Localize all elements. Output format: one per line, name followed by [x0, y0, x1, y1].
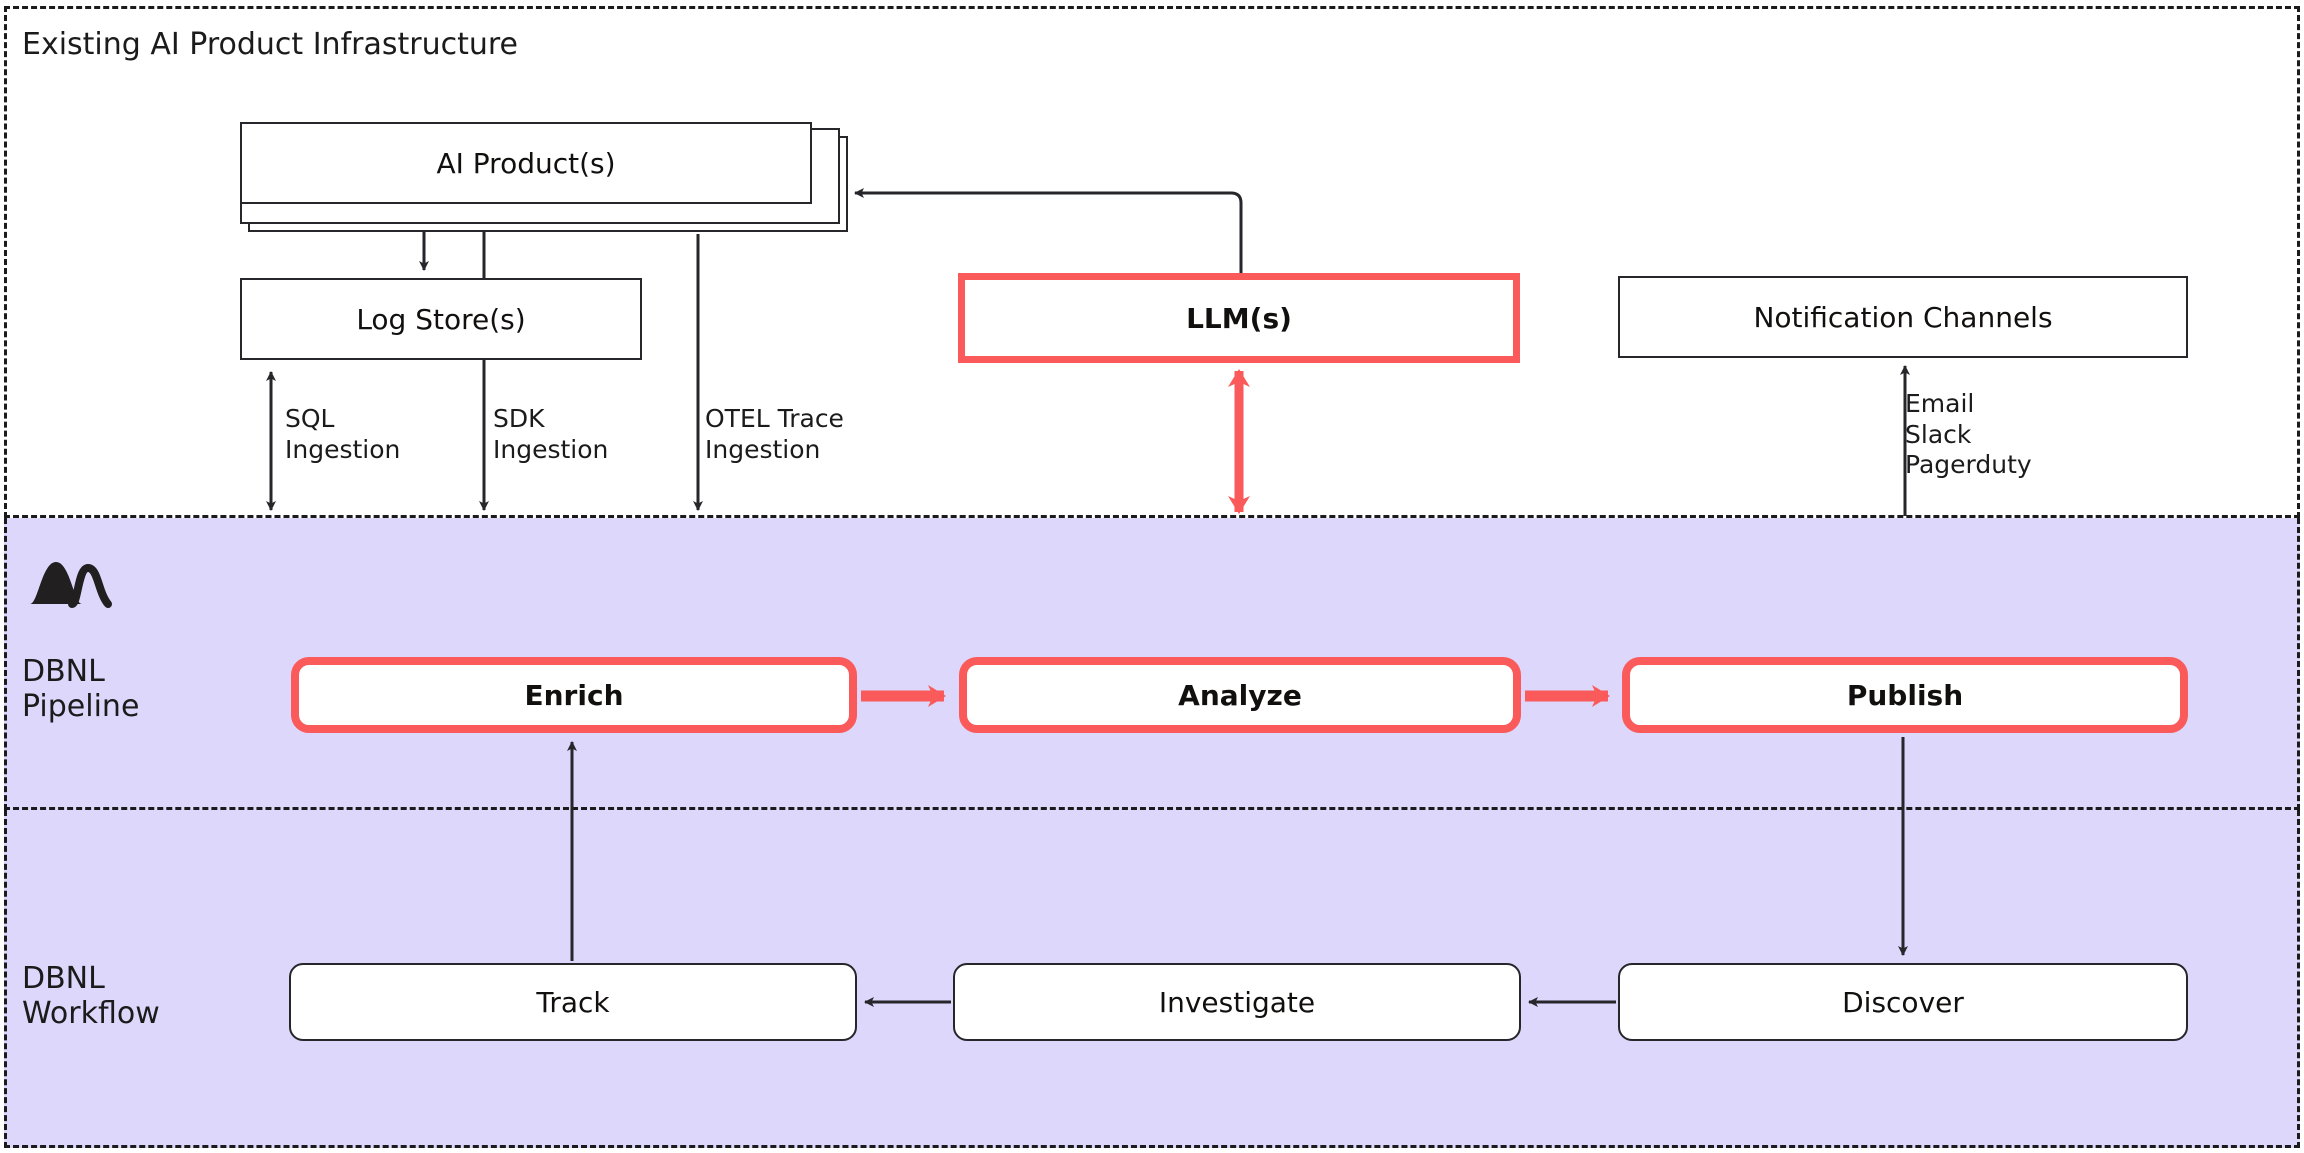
edge-label-sql-ingestion: SQL Ingestion [285, 404, 401, 464]
node-discover-label: Discover [1842, 985, 1964, 1019]
node-log-store-label: Log Store(s) [356, 302, 526, 336]
workflow-lane-title: DBNL Workflow [22, 961, 160, 1031]
edge-label-sdk-ingestion: SDK Ingestion [493, 404, 609, 464]
node-llm[interactable]: LLM(s) [958, 273, 1520, 363]
edge-label-notification-methods: Email Slack Pagerduty [1905, 389, 2032, 479]
node-discover[interactable]: Discover [1618, 963, 2188, 1041]
node-log-store[interactable]: Log Store(s) [240, 278, 642, 360]
node-enrich[interactable]: Enrich [291, 657, 857, 733]
node-ai-product[interactable]: AI Product(s) [240, 122, 812, 204]
node-notification-channels[interactable]: Notification Channels [1618, 276, 2188, 358]
node-investigate-label: Investigate [1158, 985, 1316, 1019]
edge-label-otel-ingestion: OTEL Trace Ingestion [705, 404, 844, 464]
node-analyze[interactable]: Analyze [959, 657, 1521, 733]
node-track-label: Track [536, 985, 610, 1019]
node-publish[interactable]: Publish [1622, 657, 2188, 733]
node-investigate[interactable]: Investigate [953, 963, 1521, 1041]
node-llm-label: LLM(s) [1186, 301, 1292, 335]
node-notification-channels-label: Notification Channels [1753, 300, 2053, 334]
node-analyze-label: Analyze [1178, 678, 1302, 712]
pipeline-lane-title: DBNL Pipeline [22, 654, 140, 724]
dbnl-mountain-logo [30, 562, 112, 608]
node-track[interactable]: Track [289, 963, 857, 1041]
node-enrich-label: Enrich [524, 678, 624, 712]
node-ai-product-label: AI Product(s) [436, 146, 616, 180]
node-publish-label: Publish [1846, 678, 1964, 712]
infrastructure-lane-title: Existing AI Product Infrastructure [22, 27, 518, 62]
